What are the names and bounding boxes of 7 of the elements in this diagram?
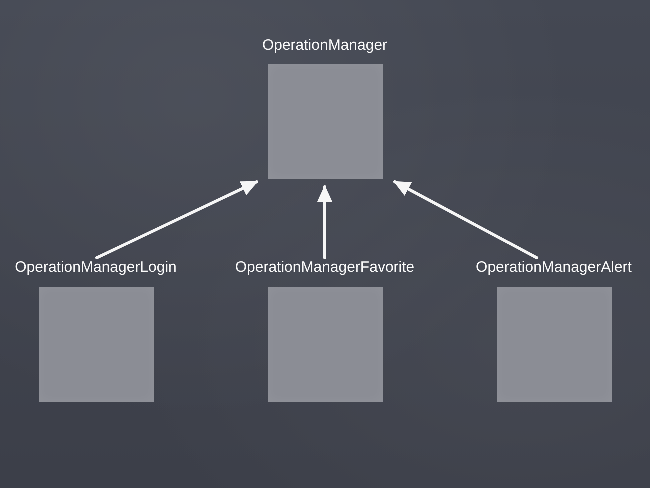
node-label: OperationManagerLogin: [15, 259, 177, 277]
arrow: [394, 180, 538, 260]
node-label: OperationManager: [262, 37, 388, 55]
node-label: OperationManagerAlert: [476, 259, 632, 277]
node-label: OperationManagerFavorite: [235, 259, 415, 277]
arrow: [96, 180, 259, 260]
arrow: [317, 185, 333, 260]
